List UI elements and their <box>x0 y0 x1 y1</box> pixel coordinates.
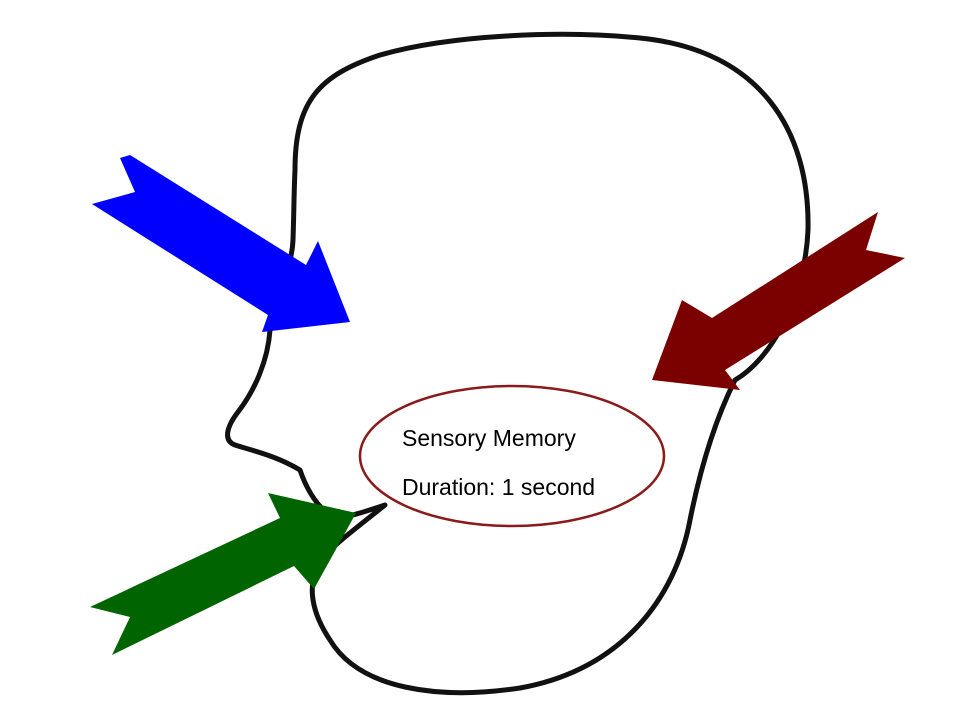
dark-red-arrow-icon <box>652 212 905 390</box>
head-profile-outline <box>225 31 811 696</box>
memory-ellipse <box>358 384 666 528</box>
memory-title: Sensory Memory <box>402 425 576 451</box>
memory-duration: Duration: 1 second <box>402 474 596 500</box>
blue-arrow-icon <box>92 155 350 332</box>
green-arrow-icon <box>90 493 356 655</box>
